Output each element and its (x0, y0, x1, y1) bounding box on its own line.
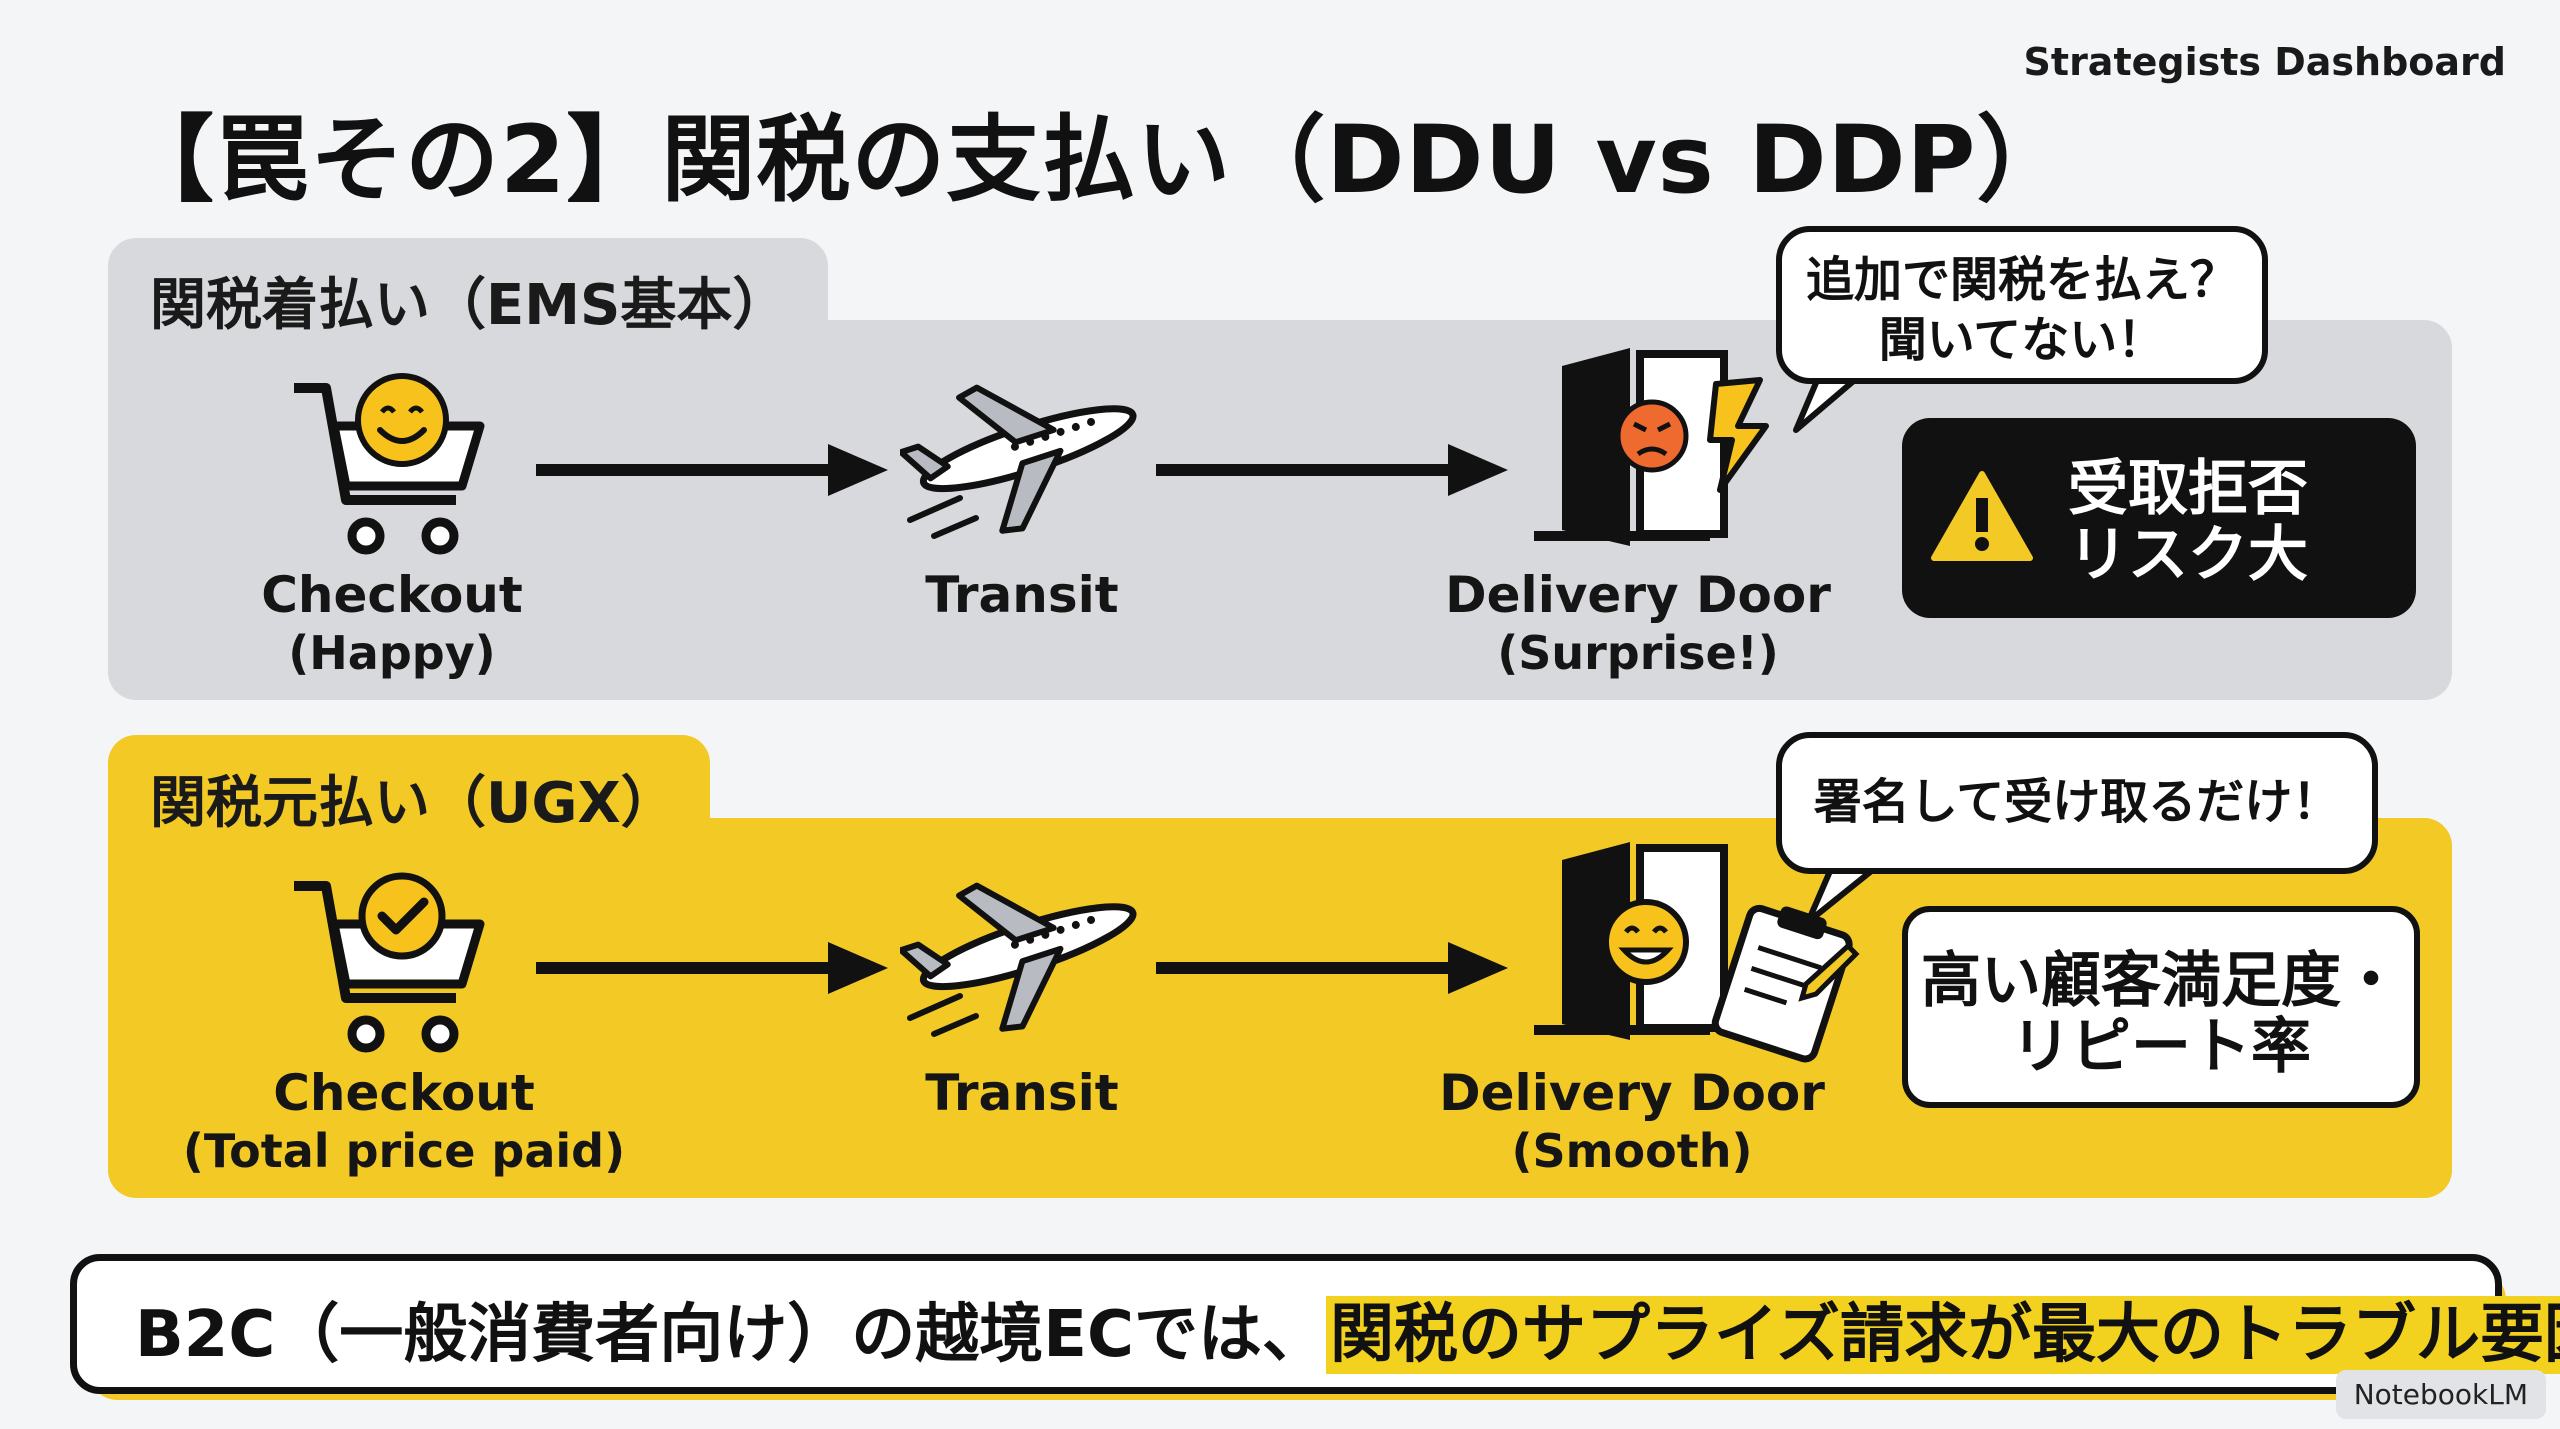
footer-text-highlight: 関税のサプライズ請求が最大のトラブル要因 (1325, 1296, 2560, 1374)
step-delivery-door: Delivery Door (Surprise!) (1445, 566, 1831, 682)
step-delivery-door: Delivery Door (Smooth) (1439, 1064, 1825, 1180)
footer-text-plain: B2C（一般消費者向け）の越境ECでは、 (135, 1298, 1326, 1372)
brand-label: Strategists Dashboard (2023, 40, 2506, 84)
ddp-tab-label: 関税元払い（UGX） (150, 771, 677, 836)
step-title: Transit (925, 1064, 1119, 1122)
airplane-icon (900, 384, 1137, 539)
step-subtitle: (Smooth) (1511, 1124, 1753, 1178)
door-smile-icon (1534, 842, 1860, 1063)
page-title: 【罠その2】関税の支払い（DDU vs DDP） (120, 106, 2072, 215)
shopping-cart-check-icon (294, 872, 485, 1053)
speech-bubble-text: 追加で関税を払え？ 聞いてない！ (1805, 252, 2238, 368)
step-subtitle: (Happy) (288, 626, 496, 680)
airplane-icon (900, 882, 1137, 1037)
step-checkout: Checkout (Happy) (261, 566, 523, 682)
footer-callout: B2C（一般消費者向け）の越境ECでは、関税のサプライズ請求が最大のトラブル要因… (70, 1254, 2560, 1394)
step-title: Delivery Door (1445, 566, 1831, 624)
clipboard-icon (1711, 904, 1853, 1063)
flow-arrow (1156, 942, 1508, 994)
ddu-speech-bubble: 追加で関税を払え？ 聞いてない！ (1776, 226, 2268, 384)
ddp-result-text: 高い顧客満足度・ リピート率 (1921, 946, 2401, 1082)
footer-text: B2C（一般消費者向け）の越境ECでは、関税のサプライズ請求が最大のトラブル要因… (135, 1283, 2560, 1375)
step-subtitle: (Surprise!) (1497, 626, 1779, 680)
step-subtitle: (Total price paid) (182, 1124, 626, 1178)
step-title: Checkout (273, 1064, 535, 1122)
step-title: Delivery Door (1439, 1064, 1825, 1122)
door-angry-icon (1534, 348, 1769, 546)
flow-arrow (536, 444, 888, 496)
warning-icon (1931, 471, 2033, 561)
shopping-cart-happy-icon (294, 373, 485, 555)
ddu-tab-label: 関税着払い（EMS基本） (150, 273, 789, 338)
step-title: Checkout (261, 566, 523, 624)
flow-arrow (1156, 444, 1508, 496)
ddu-result-text: 受取拒否 リスク大 (2068, 454, 2308, 590)
ddp-result-box: 高い顧客満足度・ リピート率 (1902, 906, 2420, 1108)
ddu-result-box: 受取拒否 リスク大 (1902, 418, 2416, 618)
speech-bubble-text: 署名して受け取るだけ！ (1813, 774, 2341, 830)
notebooklm-watermark: NotebookLM (2335, 1370, 2546, 1419)
step-checkout: Checkout (Total price paid) (183, 1064, 625, 1180)
flow-arrow (536, 942, 888, 994)
step-title: Transit (925, 566, 1119, 624)
step-transit: Transit (925, 1064, 1118, 1122)
step-transit: Transit (925, 566, 1118, 624)
ddp-speech-bubble: 署名して受け取るだけ！ (1776, 732, 2378, 874)
